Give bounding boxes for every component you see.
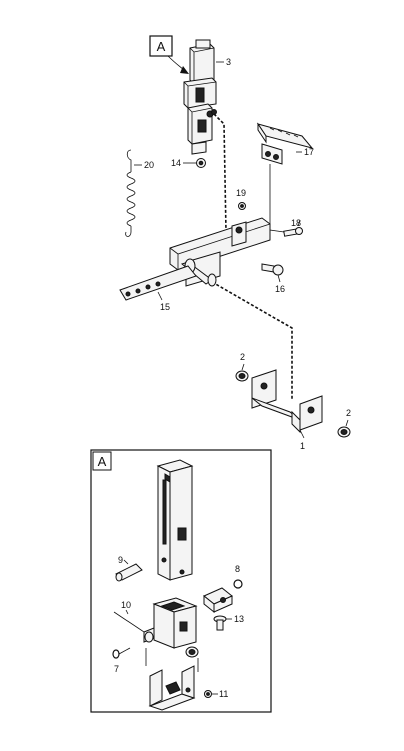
callout-1: 1 [300,441,305,451]
detail-part-8-clip: 8 [233,564,243,589]
routing-line-lower [211,281,293,400]
callout-3: 3 [226,57,231,67]
part-20-spring: 20 [125,149,154,237]
callout-17: 17 [304,147,314,157]
detail-lever-block [203,587,233,614]
part-18-bolt: 18 [283,218,303,237]
part-16-bolt: 16 [261,263,285,294]
detail-part-9-pin: 9 [115,555,143,582]
callout-13: 13 [234,614,244,624]
callout-2-left: 2 [240,352,245,362]
detail-socket-block [143,597,199,658]
callout-2-right: 2 [346,408,351,418]
detail-part-11-nut: 11 [204,689,228,699]
callout-10: 10 [121,600,131,610]
part-1-bracket: 1 [251,369,323,451]
callout-box-a-top: A [149,35,189,74]
callout-14: 14 [171,158,181,168]
part-2-bushing-right: 2 [337,408,351,438]
part-17-pedal: 17 [256,122,314,233]
detail-u-bracket [145,648,199,711]
pivot-bracket [169,217,271,287]
callout-letter-a: A [157,39,166,54]
part-3-tube: 3 [183,39,231,155]
detail-part-7-cotter-pin: 7 [112,647,131,674]
callout-11: 11 [219,689,228,699]
part-19-nut: 19 [236,188,246,210]
callout-16: 16 [275,284,285,294]
callout-18: 18 [291,218,301,228]
callout-9: 9 [118,555,123,565]
routing-line-upper [213,113,227,233]
callout-20: 20 [144,160,154,170]
callout-19: 19 [236,188,246,198]
detail-tube [156,459,194,581]
part-14-nut: 14 [171,158,206,168]
detail-part-13-bolt: 13 [213,614,244,631]
detail-letter-a: A [98,454,107,469]
part-2-bushing-left: 2 [235,352,249,382]
callout-15: 15 [160,302,170,312]
part-15-arm: 15 [119,265,197,312]
callout-8: 8 [235,564,240,574]
callout-7: 7 [114,664,119,674]
